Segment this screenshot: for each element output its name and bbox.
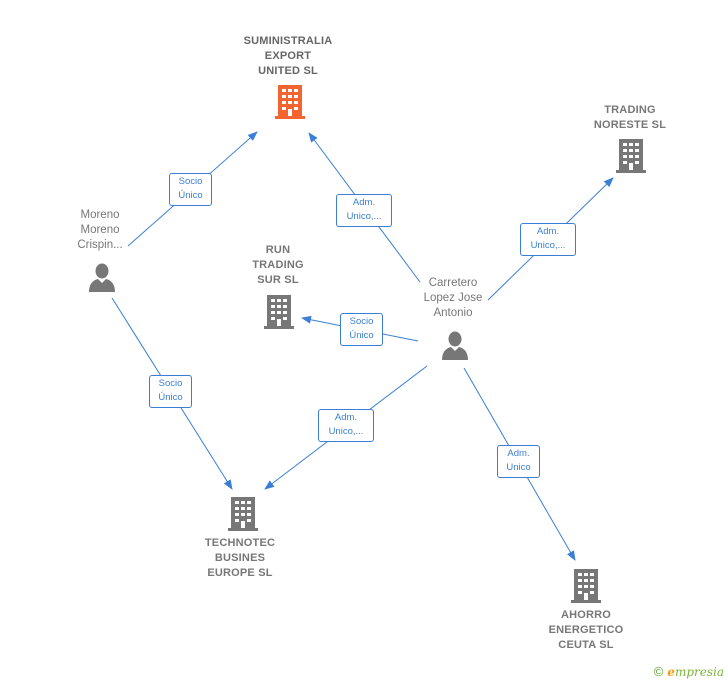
building-icon[interactable]: [571, 569, 601, 603]
person-icon[interactable]: [440, 330, 470, 360]
node-label-ahorro[interactable]: AHORRO ENERGETICO CEUTA SL: [548, 609, 624, 651]
edge-label-carretero-ahorro[interactable]: Adm. Unico: [497, 445, 540, 478]
node-label-technotec[interactable]: TECHNOTEC BUSINES EUROPE SL: [204, 537, 276, 579]
edge-label-carretero-suministralia[interactable]: Adm. Unico,...: [336, 194, 392, 227]
person-icon[interactable]: [87, 262, 117, 292]
copyright-symbol: ©: [653, 664, 664, 679]
building-icon[interactable]: [228, 497, 258, 531]
node-label-carretero[interactable]: Carretero Lopez Jose Antonio: [423, 277, 483, 319]
edge-label-moreno-suministralia[interactable]: Socio Único: [169, 173, 212, 206]
node-label-run-trading[interactable]: RUN TRADING SUR SL: [252, 244, 304, 286]
node-label-moreno[interactable]: Moreno Moreno Crispin...: [77, 209, 123, 251]
edge-label-moreno-technotec[interactable]: Socio Único: [149, 375, 192, 408]
node-label-trading-noreste[interactable]: TRADING NORESTE SL: [593, 104, 667, 131]
building-icon[interactable]: [616, 139, 646, 173]
building-icon[interactable]: [275, 85, 305, 119]
node-label-suministralia[interactable]: SUMINISTRALIA EXPORT UNITED SL: [243, 35, 333, 77]
brand-logo-text: mpresia: [674, 665, 724, 679]
edge-label-carretero-trading[interactable]: Adm. Unico,...: [520, 223, 576, 256]
footer-brand: ©empresia: [654, 664, 724, 679]
building-icon[interactable]: [264, 295, 294, 329]
brand-logo-letter: e: [667, 665, 675, 679]
edge-label-carretero-run[interactable]: Socio Único: [340, 313, 383, 346]
edge-label-carretero-technotec[interactable]: Adm. Unico,...: [318, 409, 374, 442]
